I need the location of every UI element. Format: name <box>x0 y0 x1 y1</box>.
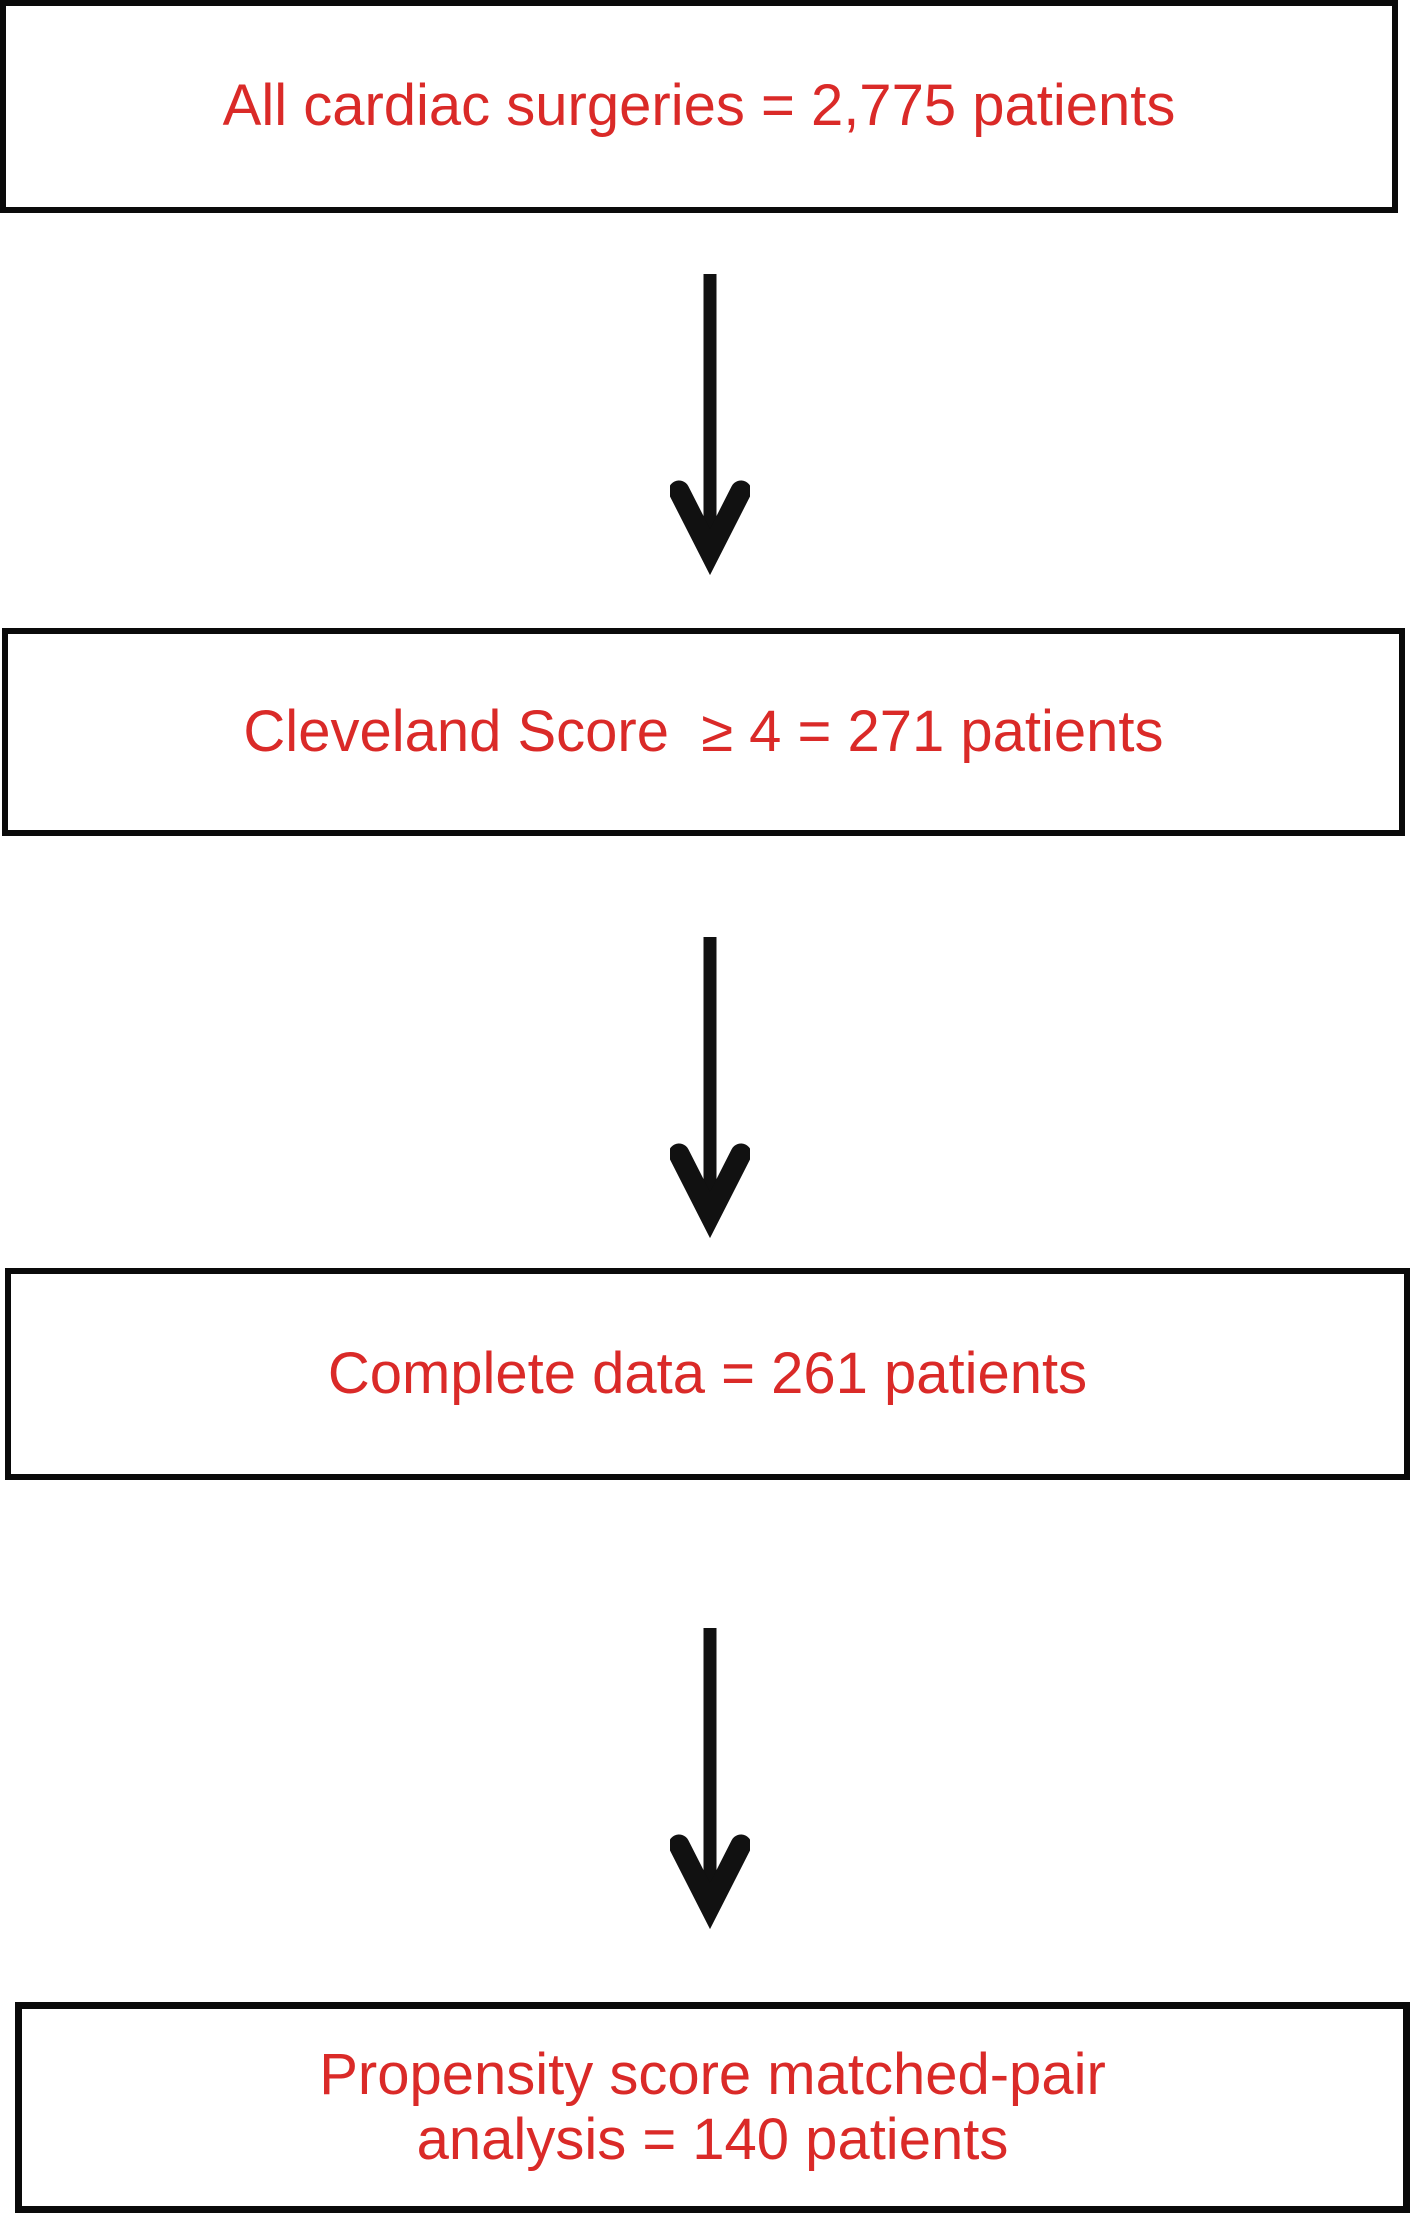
flow-box-propensity-matched: Propensity score matched-pair analysis =… <box>15 2002 1410 2213</box>
down-arrow-icon <box>670 937 750 1239</box>
flow-box-cleveland-score: Cleveland Score ≥ 4 = 271 patients <box>2 628 1405 836</box>
flow-box-complete-data: Complete data = 261 patients <box>5 1268 1410 1480</box>
flow-box-all-cardiac-surgeries: All cardiac surgeries = 2,775 patients <box>0 0 1398 213</box>
down-arrow-icon <box>670 1628 750 1930</box>
flow-box-label-line2: analysis = 140 patients <box>416 2106 1009 2172</box>
flow-box-label: All cardiac surgeries = 2,775 patients <box>222 73 1176 139</box>
flow-box-label: Cleveland Score ≥ 4 = 271 patients <box>243 698 1164 764</box>
flow-box-label: Complete data = 261 patients <box>327 1340 1088 1406</box>
down-arrow-icon <box>670 274 750 576</box>
flow-box-label-line1: Propensity score matched-pair <box>319 2041 1106 2107</box>
